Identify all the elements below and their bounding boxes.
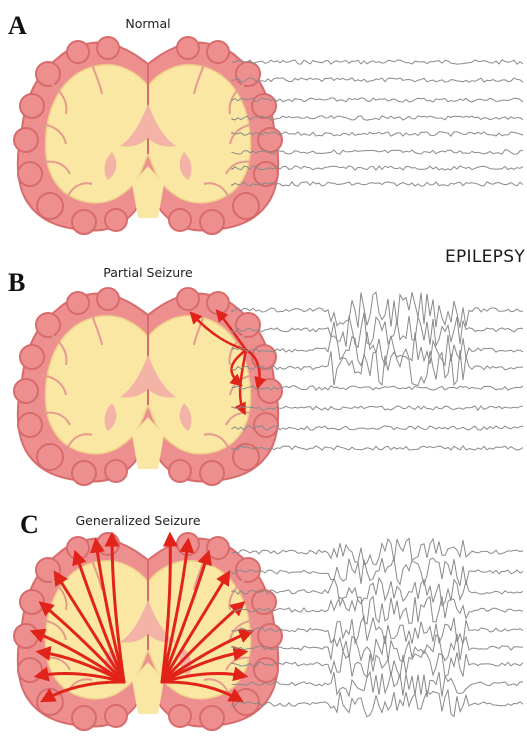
panel-c-title: Generalized Seizure: [75, 513, 200, 528]
eeg-trace-generalized-1: [232, 538, 523, 565]
panel-b-letter: B: [8, 268, 25, 297]
panel-a-title: Normal: [125, 16, 170, 31]
eeg-trace-generalized-9: [232, 690, 523, 717]
brain-generalized-seizure: [14, 533, 282, 730]
brain-partial-seizure: [14, 288, 282, 485]
eeg-trace-partial-1: [232, 292, 523, 328]
eeg-trace-partial-2: [232, 313, 523, 348]
panel-c-letter: C: [20, 510, 39, 539]
eeg-trace-normal-1: [232, 60, 523, 64]
main-title: EPILEPSY: [445, 247, 525, 267]
eeg-trace-partial-8: [232, 446, 523, 450]
panel-b-title: Partial Seizure: [103, 265, 193, 280]
eeg-trace-normal-2: [232, 78, 523, 82]
brain-normal: [14, 37, 282, 234]
panel-a-letter: A: [8, 11, 27, 40]
eeg-trace-normal-4: [232, 116, 523, 120]
